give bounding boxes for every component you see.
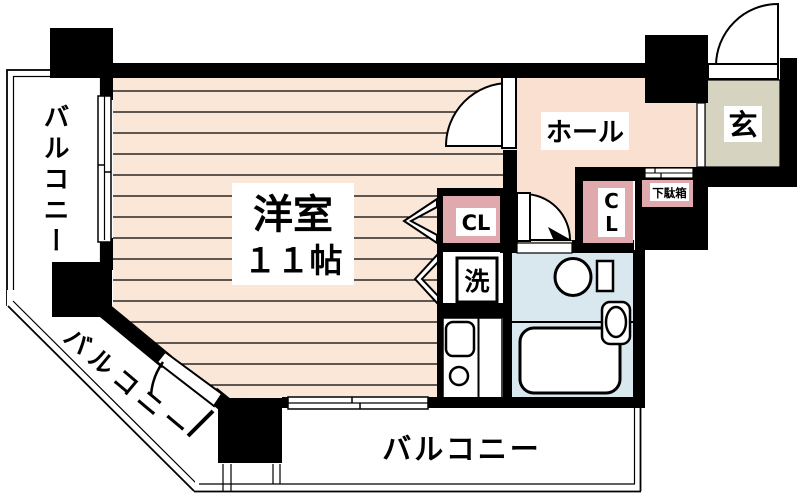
door-balcony-diagonal <box>149 350 224 438</box>
shoe-cabinet: 下駄箱 <box>642 180 693 207</box>
door-entrance <box>707 2 779 80</box>
shoe-cabinet-label: 下駄箱 <box>652 186 687 200</box>
closet-right: C L <box>583 181 633 243</box>
wall-segment <box>428 397 645 408</box>
walls <box>50 28 797 463</box>
wall-segment <box>503 253 512 398</box>
wall-segment <box>437 303 512 318</box>
wall-segment <box>572 240 634 253</box>
wall-segment <box>500 188 517 253</box>
entrance-label: 玄 <box>724 106 762 142</box>
wall-segment <box>780 58 797 187</box>
balcony-diagonal <box>7 290 240 497</box>
bathroom-threshold <box>516 242 573 254</box>
door-room-hall <box>444 76 517 149</box>
balcony-bottom-label: バルコニー <box>382 432 541 466</box>
wall-segment <box>437 195 443 398</box>
wall-segment <box>503 240 518 253</box>
folding-door-closet <box>402 197 438 245</box>
svg-text:CL: CL <box>462 211 491 235</box>
pillar <box>645 35 708 103</box>
svg-text:玄: 玄 <box>728 108 757 142</box>
svg-text:洋室: 洋室 <box>253 192 333 238</box>
door-hall-washroom <box>516 192 573 254</box>
folding-door-laundry <box>413 251 439 307</box>
svg-text:C: C <box>604 189 619 213</box>
kitchen-sink <box>444 320 476 358</box>
svg-text:１１帖: １１帖 <box>244 241 343 280</box>
wall-segment <box>575 180 583 253</box>
wall-segment <box>282 397 288 408</box>
pillar <box>218 398 282 463</box>
pillar <box>50 28 113 78</box>
svg-text:洗: 洗 <box>464 267 489 296</box>
kitchen-unit <box>442 317 503 399</box>
kitchen-burner <box>448 365 470 387</box>
wall-segment <box>633 250 645 408</box>
laundry-label: 洗 <box>455 256 499 304</box>
main-room-label: 洋室 １１帖 <box>232 183 354 285</box>
wall-diagonal <box>98 303 173 369</box>
room-labels: 洋室 １１帖 ホール 玄 CL 洗 バルコニー <box>58 106 762 447</box>
wall-segment <box>705 167 797 187</box>
wall-segment <box>503 150 517 196</box>
closet-left-label: CL <box>456 208 496 236</box>
wall-segment <box>437 188 503 196</box>
window-left-sliding <box>97 95 112 243</box>
svg-text:ホール: ホール <box>546 118 624 148</box>
hall-label: ホール <box>541 112 629 150</box>
toilet-tank <box>595 259 615 293</box>
wall-segment <box>107 63 650 78</box>
bathtub <box>518 326 622 395</box>
window-hall-sliding <box>644 167 694 179</box>
toilet <box>553 257 615 297</box>
window-bottom-sliding <box>287 396 429 410</box>
wall-segment <box>100 78 113 100</box>
washbasin <box>600 300 632 346</box>
pillar <box>52 262 112 317</box>
svg-text:L: L <box>605 212 618 236</box>
entrance-step <box>696 102 706 168</box>
wall-segment <box>437 243 503 252</box>
balcony-left-label: バルコニー <box>39 103 69 258</box>
toilet-bowl <box>553 257 593 297</box>
